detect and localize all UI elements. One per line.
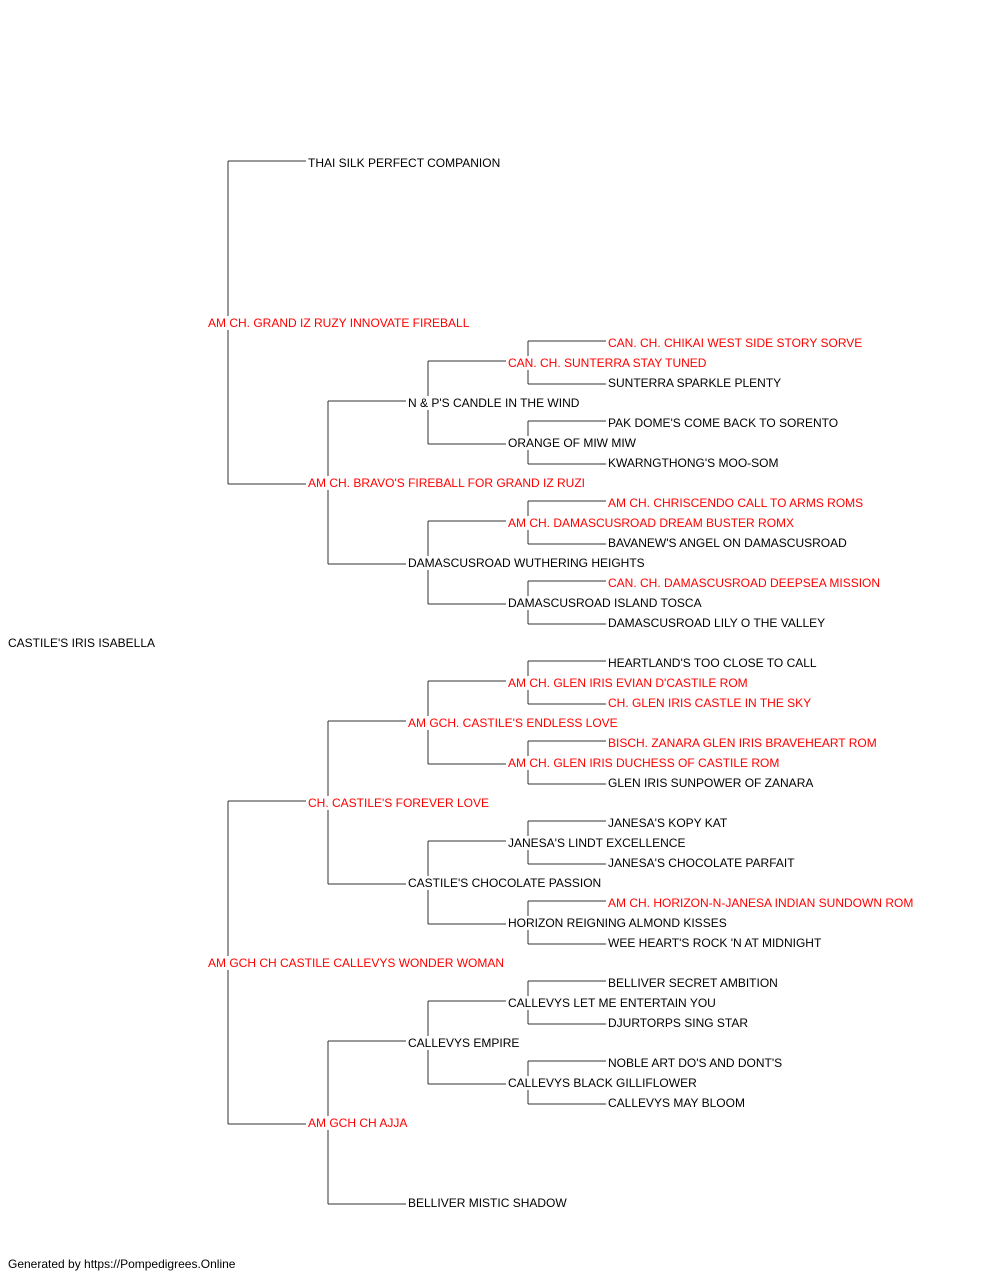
dam-name: CALLEVYS MAY BLOOM [608,1096,747,1110]
sire-name: PAK DOME'S COME BACK TO SORENTO [608,416,841,430]
dam-name: CALLEVYS BLACK GILLIFLOWER [508,1076,699,1090]
sire-name: AM CH. CHRISCENDO CALL TO ARMS ROMS [608,496,866,510]
sire-name: CAN. CH. SUNTERRA STAY TUNED [508,356,709,370]
dam-name: AM CH. BRAVO'S FIREBALL FOR GRAND IZ RUZ… [308,476,587,490]
sire-name: THAI SILK PERFECT COMPANION [308,156,503,170]
dam-name: DAMASCUSROAD LILY O THE VALLEY [608,616,828,630]
footer-credit: Generated by https://Pompedigrees.Online [8,1257,236,1271]
dam-name: AM GCH CH CASTILE CALLEVYS WONDER WOMAN [208,956,507,970]
dam-name: CASTILE'S CHOCOLATE PASSION [408,876,604,890]
dam-name: HORIZON REIGNING ALMOND KISSES [508,916,729,930]
dam-name: KWARNGTHONG'S MOO-SOM [608,456,781,470]
subject-name: CASTILE'S IRIS ISABELLA [8,636,158,650]
sire-name: HEARTLAND'S TOO CLOSE TO CALL [608,656,819,670]
sire-name: AM CH. HORIZON-N-JANESA INDIAN SUNDOWN R… [608,896,916,910]
dam-name: JANESA'S CHOCOLATE PARFAIT [608,856,797,870]
sire-name: BISCH. ZANARA GLEN IRIS BRAVEHEART ROM [608,736,879,750]
sire-name: CALLEVYS EMPIRE [408,1036,522,1050]
sire-name: NOBLE ART DO'S AND DONT'S [608,1056,785,1070]
sire-name: AM CH. GLEN IRIS EVIAN D'CASTILE ROM [508,676,750,690]
sire-name: AM CH. GRAND IZ RUZY INNOVATE FIREBALL [208,316,472,330]
dam-name: CH. GLEN IRIS CASTLE IN THE SKY [608,696,814,710]
sire-name: CAN. CH. DAMASCUSROAD DEEPSEA MISSION [608,576,883,590]
sire-name: JANESA'S KOPY KAT [608,816,730,830]
dam-name: AM CH. GLEN IRIS DUCHESS OF CASTILE ROM [508,756,782,770]
dam-name: WEE HEART'S ROCK 'N AT MIDNIGHT [608,936,824,950]
dam-name: BAVANEW'S ANGEL ON DAMASCUSROAD [608,536,849,550]
sire-name: AM CH. DAMASCUSROAD DREAM BUSTER ROMX [508,516,797,530]
dam-name: GLEN IRIS SUNPOWER OF ZANARA [608,776,816,790]
dam-name: AM GCH CH AJJA [308,1116,410,1130]
dam-name: DJURTORPS SING STAR [608,1016,751,1030]
sire-name: CALLEVYS LET ME ENTERTAIN YOU [508,996,718,1010]
sire-name: CAN. CH. CHIKAI WEST SIDE STORY SORVE [608,336,865,350]
sire-name: JANESA'S LINDT EXCELLENCE [508,836,688,850]
dam-name: SUNTERRA SPARKLE PLENTY [608,376,784,390]
sire-name: N & P'S CANDLE IN THE WIND [408,396,582,410]
dam-name: DAMASCUSROAD WUTHERING HEIGHTS [408,556,647,570]
sire-name: CH. CASTILE'S FOREVER LOVE [308,796,492,810]
dam-name: DAMASCUSROAD ISLAND TOSCA [508,596,704,610]
dam-name: ORANGE OF MIW MIW [508,436,638,450]
dam-name: BELLIVER MISTIC SHADOW [408,1196,569,1210]
sire-name: AM GCH. CASTILE'S ENDLESS LOVE [408,716,620,730]
sire-name: BELLIVER SECRET AMBITION [608,976,780,990]
